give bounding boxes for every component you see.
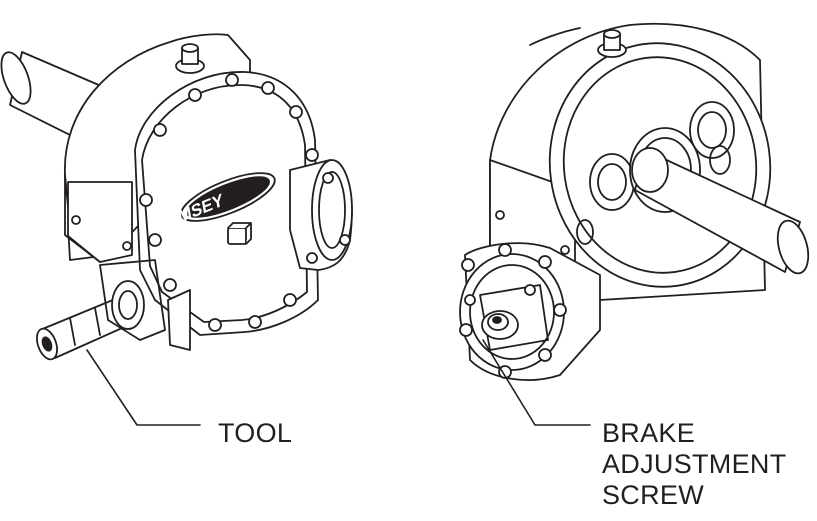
- tool-leader-line: [86, 349, 201, 426]
- callout-brake-adjustment-screw-label: BRAKE ADJUSTMENT SCREW: [602, 418, 787, 511]
- callout-tool-label: TOOL: [218, 418, 293, 448]
- motor-left: [289, 159, 353, 271]
- winch-rear-view: [459, 22, 810, 426]
- winch-front-view: RAMSEY: [0, 33, 353, 426]
- brake-screw-leader-line: [482, 339, 591, 426]
- mount-bracket-left: [167, 289, 191, 351]
- top-stud-nut-left: [175, 43, 205, 74]
- top-stud-nut-right: [597, 29, 627, 58]
- callout-brake-line2: ADJUSTMENT: [602, 449, 787, 479]
- brake-housing: [459, 242, 601, 381]
- tool-shaft: [36, 259, 166, 361]
- callout-brake-line3: SCREW: [602, 480, 704, 510]
- brake-adjustment-screw: [481, 310, 519, 340]
- callout-brake-line1: BRAKE: [602, 418, 696, 448]
- drum-shaft-right: [631, 147, 810, 275]
